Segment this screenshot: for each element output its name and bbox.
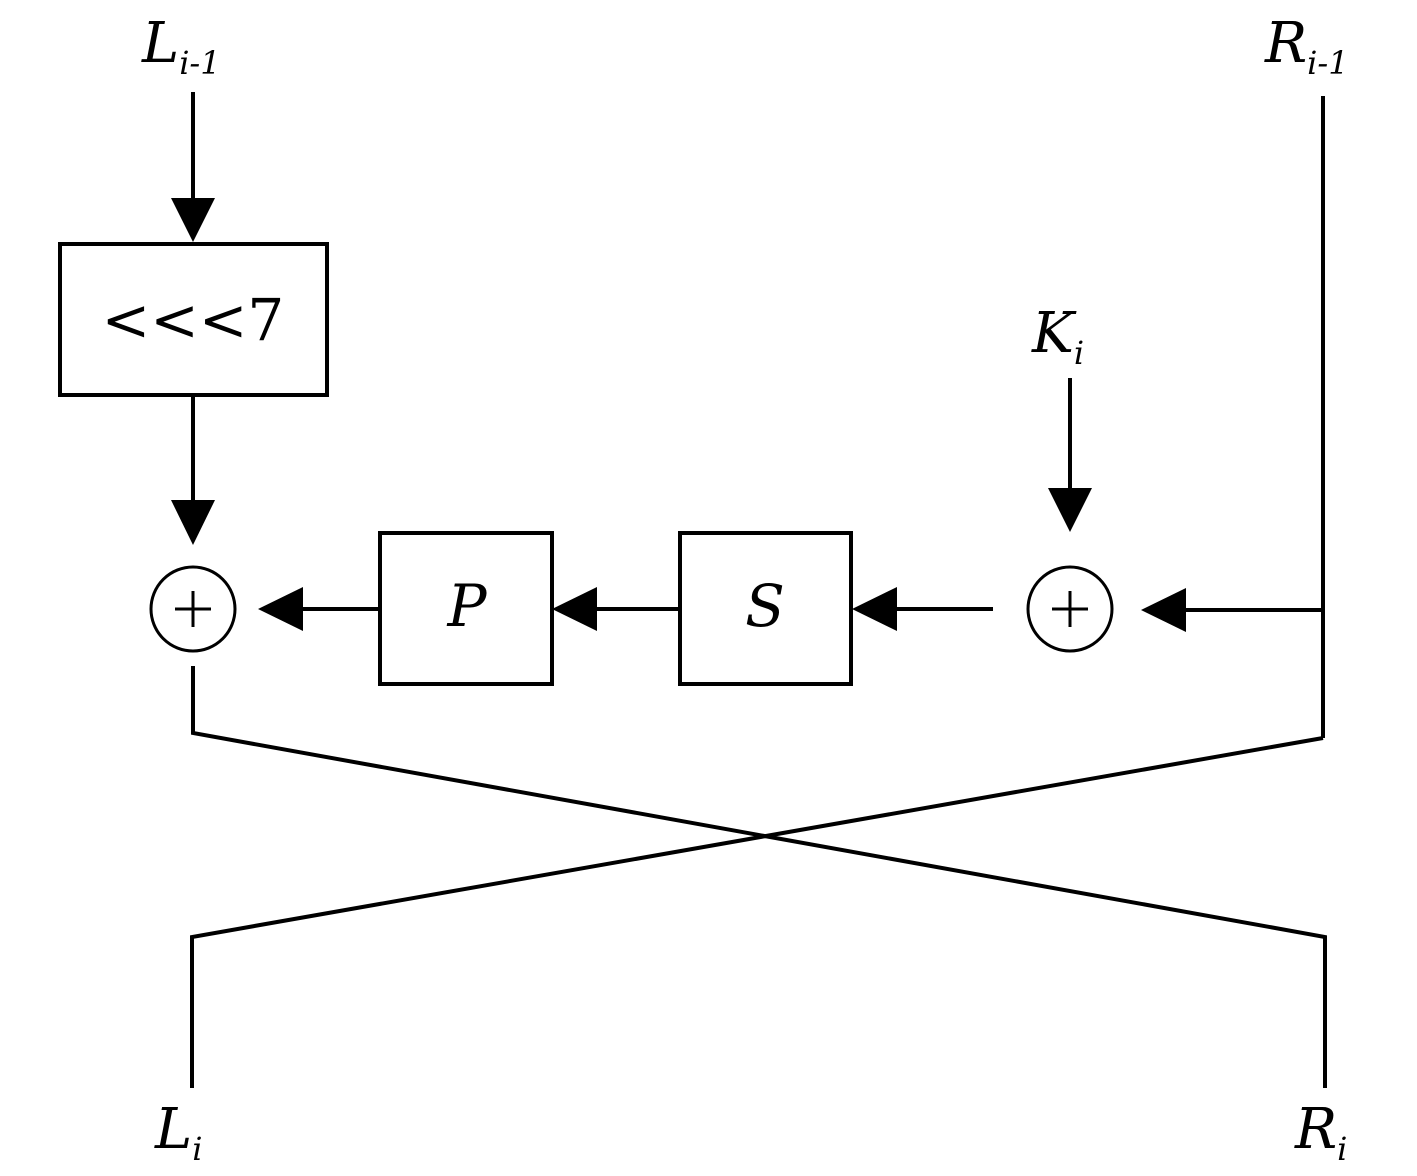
- key-label: Ki: [1031, 301, 1084, 372]
- key-input-arrowhead: [1048, 488, 1092, 532]
- output-right-label: Ri: [1294, 1097, 1347, 1168]
- input-left-label: Li-1: [141, 11, 221, 82]
- substitution-box: [678, 531, 853, 686]
- rotate-output-arrowhead: [171, 500, 215, 545]
- right-to-left-cross-wire: [190, 736, 1324, 1088]
- right-xor-symbol: [1026, 565, 1114, 653]
- rotate-label: <<<7: [102, 286, 285, 354]
- left-input-arrowhead: [171, 198, 215, 242]
- s-to-p-arrowhead: [552, 587, 597, 631]
- substitution-label: S: [745, 572, 785, 640]
- xor-to-s-arrowhead: [852, 587, 897, 631]
- output-left-label: Li: [154, 1097, 202, 1168]
- right-branch-arrowhead: [1141, 588, 1186, 632]
- left-to-right-cross-wire: [191, 666, 1327, 1088]
- p-to-xor-arrowhead: [258, 587, 303, 631]
- left-xor-symbol: [149, 565, 237, 653]
- permutation-label: P: [446, 572, 487, 640]
- input-right-label: Ri-1: [1264, 11, 1349, 82]
